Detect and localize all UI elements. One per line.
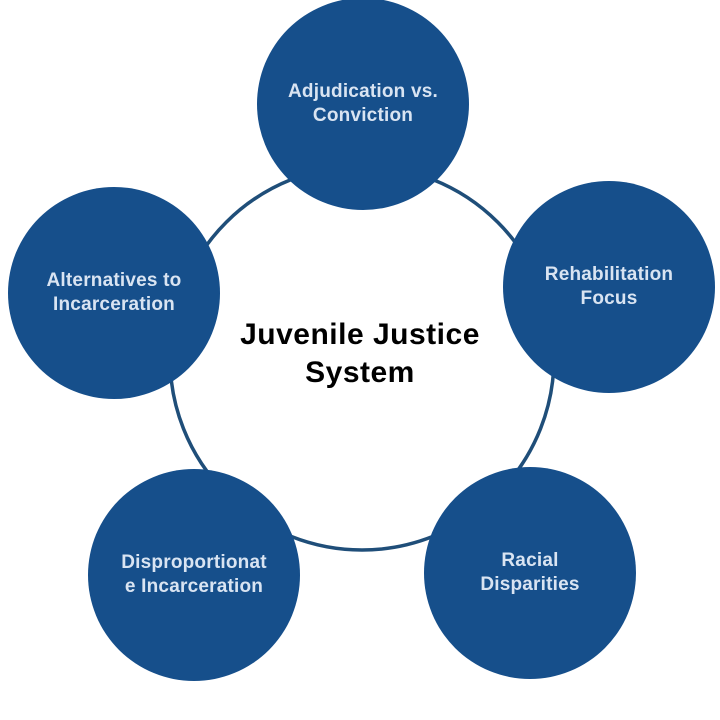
node-label: Adjudication vs. Conviction xyxy=(288,80,438,129)
node-label-line: Rehabilitation xyxy=(544,263,674,285)
diagram-title-line: Juvenile Justice xyxy=(240,318,480,351)
diagram-title: Juvenile Justice System xyxy=(160,316,560,391)
node-racial-disparities: Racial Disparities xyxy=(424,467,636,679)
node-label-line: Incarceration xyxy=(53,294,175,315)
node-label-line: Focus xyxy=(580,288,638,309)
node-label: Rehabilitation Focus xyxy=(545,263,673,312)
node-label-line: Disproportionat xyxy=(121,551,267,573)
node-alternatives-to-incarceration: Alternatives to Incarceration xyxy=(8,187,220,399)
node-label: Disproportionat e Incarceration xyxy=(121,551,267,600)
node-rehabilitation-focus: Rehabilitation Focus xyxy=(503,181,715,393)
node-label-line: Adjudication vs. xyxy=(288,80,438,102)
node-label-line: Conviction xyxy=(312,105,414,126)
node-label: Alternatives to Incarceration xyxy=(47,269,182,318)
diagram-title-line: System xyxy=(305,355,415,389)
node-label-line: Alternatives to xyxy=(46,269,182,291)
node-adjudication-vs-conviction: Adjudication vs. Conviction xyxy=(257,0,469,210)
node-label-line: Disparities xyxy=(480,574,580,595)
node-disproportionate-incarceration: Disproportionat e Incarceration xyxy=(88,469,300,681)
node-label-line: Racial xyxy=(501,549,559,571)
node-label: Racial Disparities xyxy=(480,549,579,598)
node-label-line: e Incarceration xyxy=(124,576,264,597)
